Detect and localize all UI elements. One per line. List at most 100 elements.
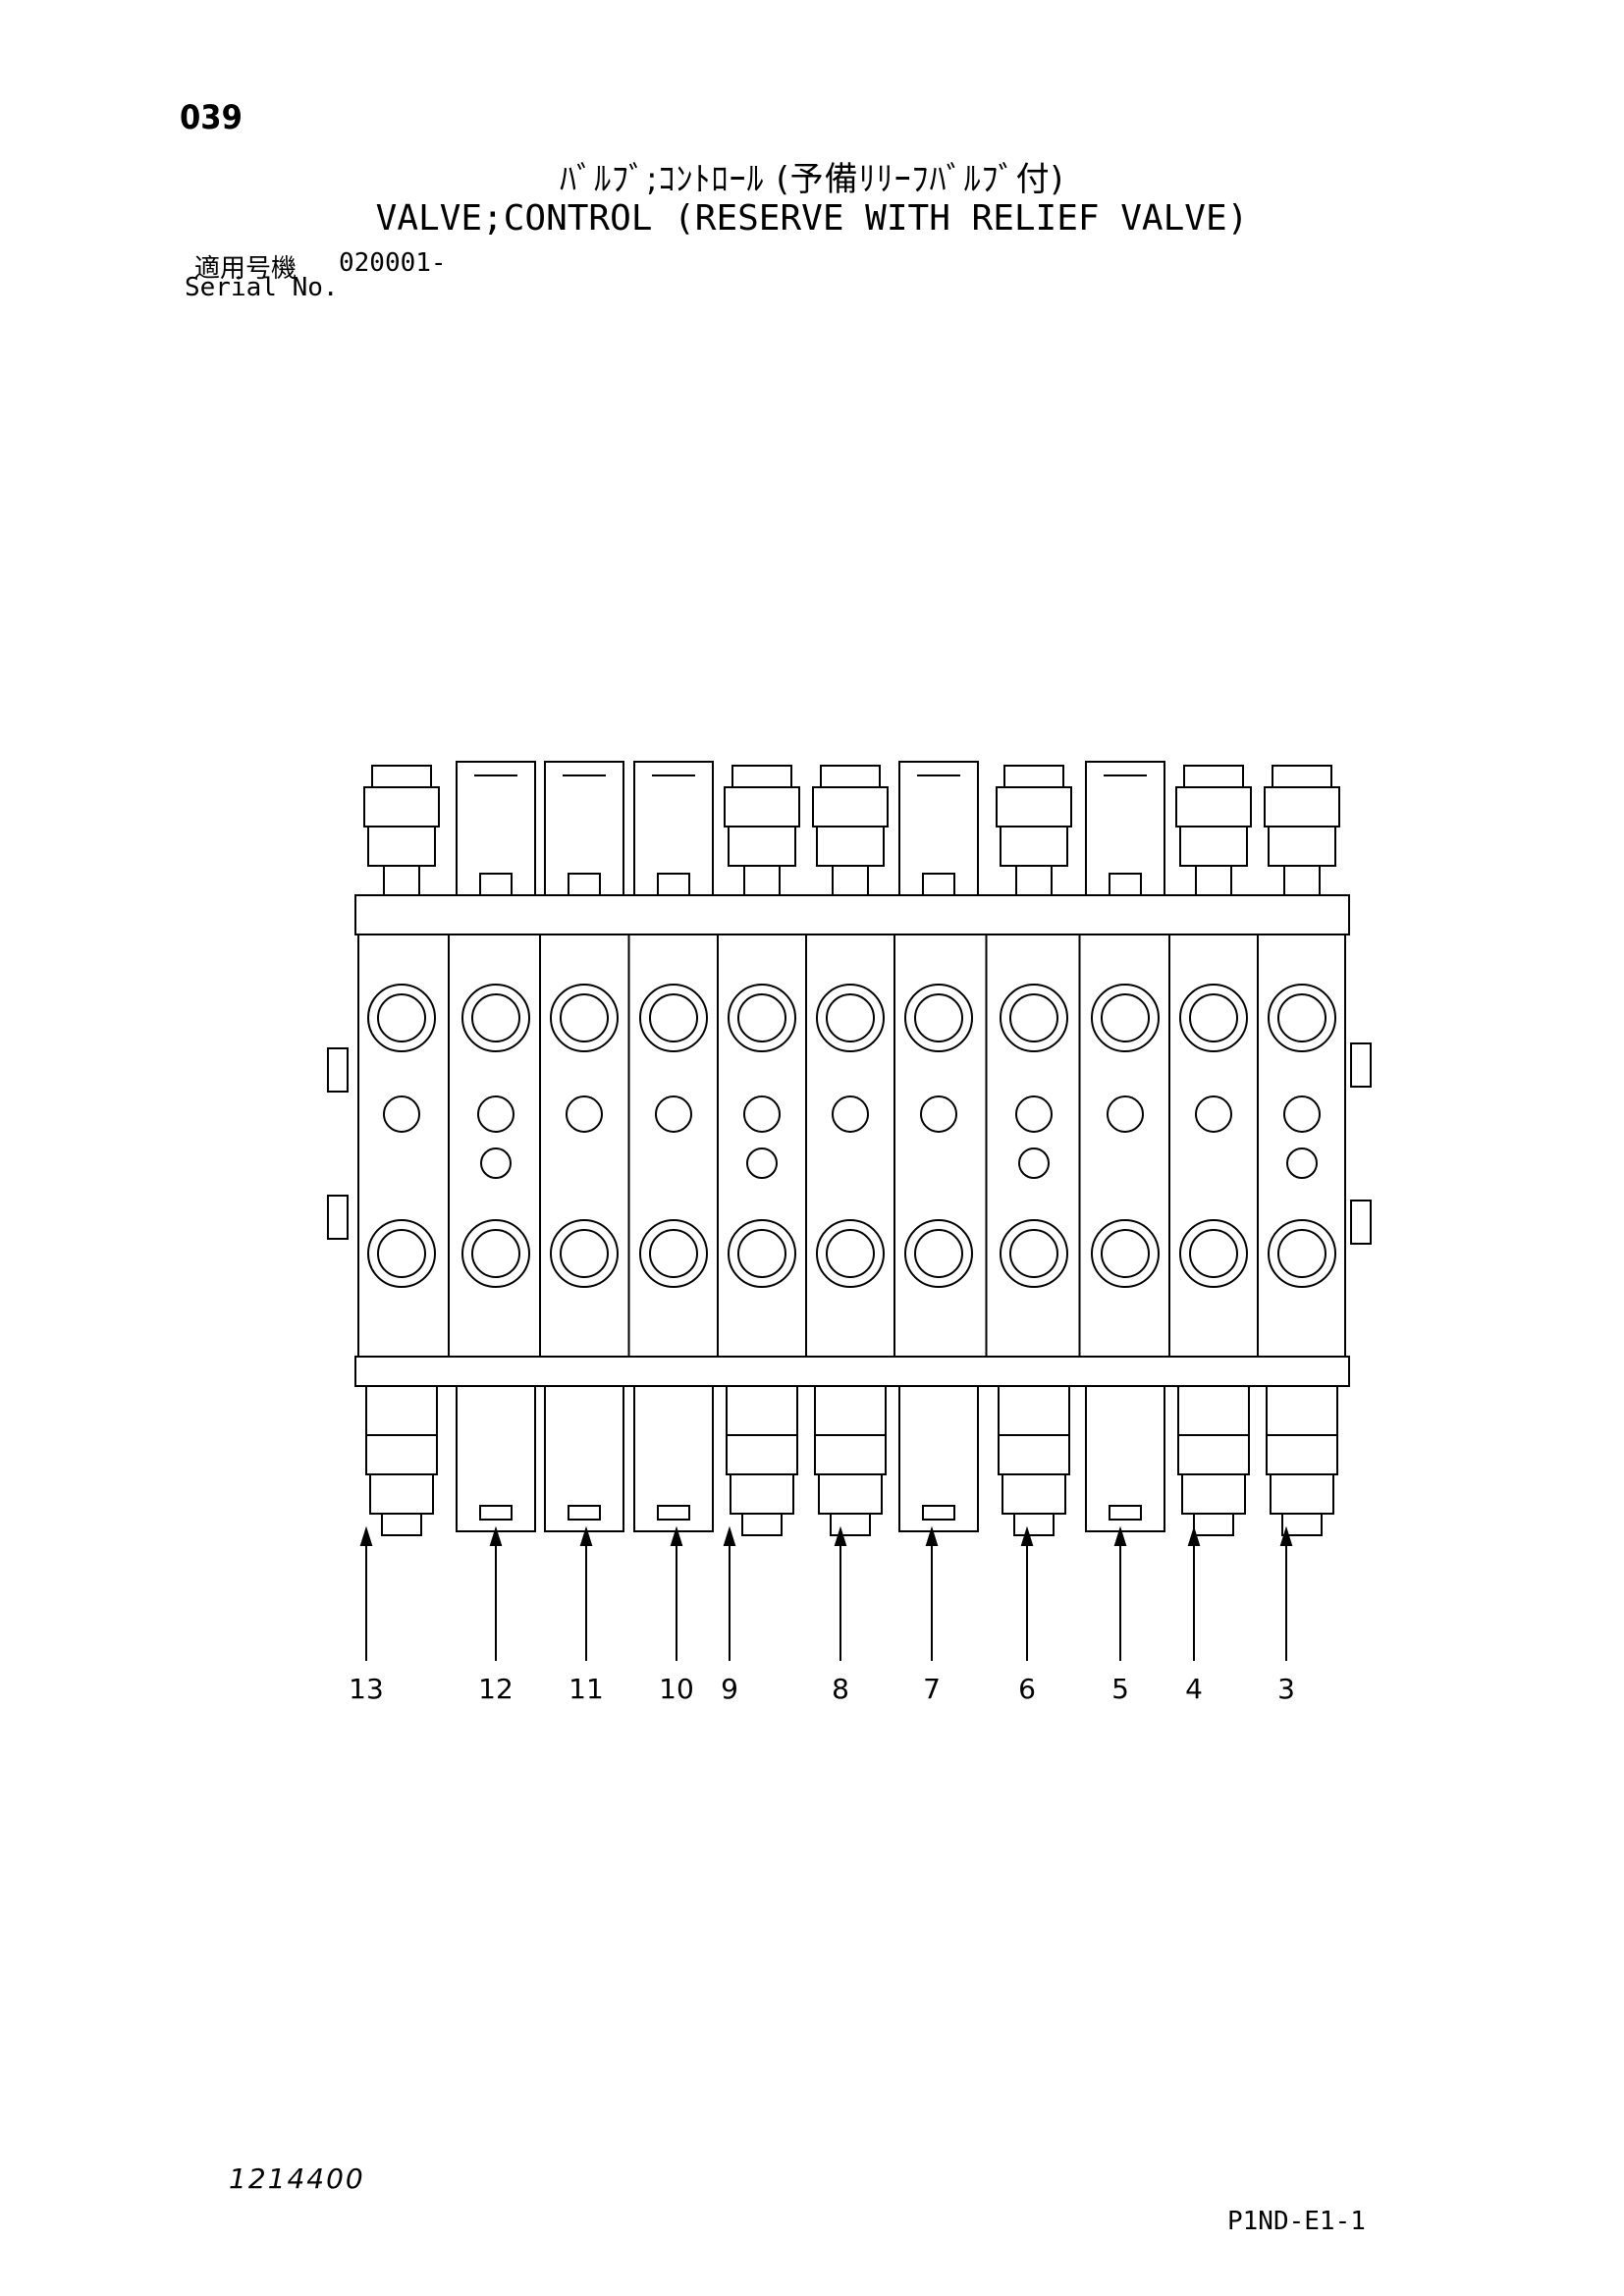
port-lower-inner	[1189, 1229, 1238, 1278]
fitting-body	[1177, 1385, 1250, 1436]
fitting-body	[998, 1385, 1070, 1436]
port-lower	[1091, 1219, 1160, 1288]
fitting-nut	[1281, 1513, 1323, 1536]
plug	[477, 1095, 514, 1133]
fitting-nut	[731, 765, 792, 788]
fitting-body	[818, 1473, 883, 1515]
bottom-cap-box	[544, 1385, 624, 1532]
fitting-nut	[830, 1513, 871, 1536]
callout-label: 4	[1185, 1673, 1203, 1705]
title-english: VALVE;CONTROL (RESERVE WITH RELIEF VALVE…	[375, 198, 1249, 239]
fitting-body	[363, 786, 440, 828]
fitting-body	[365, 1385, 438, 1436]
port-lower	[1179, 1219, 1248, 1288]
fitting-stem	[832, 865, 869, 896]
callout-label: 9	[721, 1673, 738, 1705]
port-lower	[550, 1219, 619, 1288]
callout-arrowhead	[925, 1525, 939, 1546]
callout-label: 3	[1277, 1673, 1295, 1705]
port-lower-inner	[826, 1229, 875, 1278]
title-japanese: ﾊﾞﾙﾌﾞ;ｺﾝﾄﾛｰﾙ (予備ﾘﾘｰﾌﾊﾞﾙﾌﾞ付)	[560, 160, 1064, 199]
fitting-body	[816, 826, 885, 867]
fitting-body	[369, 1473, 434, 1515]
port-lower-inner	[1101, 1229, 1150, 1278]
upper-flange	[354, 894, 1350, 935]
plug	[383, 1095, 420, 1133]
top-cap-box	[898, 761, 979, 896]
plug	[655, 1095, 692, 1133]
port-upper-inner	[1009, 993, 1058, 1042]
fitting-body	[365, 1434, 438, 1475]
fitting-body	[1266, 1385, 1338, 1436]
callout-arrowhead	[834, 1525, 847, 1546]
side-bolt	[327, 1047, 349, 1093]
callout-arrowhead	[1113, 1525, 1127, 1546]
callout-arrowhead	[1279, 1525, 1293, 1546]
side-bolt	[327, 1195, 349, 1240]
fitting-body	[367, 826, 436, 867]
port-upper	[639, 984, 708, 1052]
valve-body	[327, 761, 1372, 1536]
fitting-body	[998, 1434, 1070, 1475]
callout-leaders	[359, 1525, 1293, 1661]
port-lower	[1000, 1219, 1068, 1288]
port-lower	[367, 1219, 436, 1288]
serial-value: 020001-	[339, 248, 447, 278]
port-upper	[550, 984, 619, 1052]
port-upper-inner	[649, 993, 698, 1042]
plug	[1195, 1095, 1232, 1133]
fitting-body	[1001, 1473, 1066, 1515]
port-upper-inner	[1189, 993, 1238, 1042]
plug	[480, 1148, 512, 1179]
lower-flange	[354, 1356, 1350, 1387]
plug	[1283, 1095, 1321, 1133]
fitting-body	[1181, 1473, 1246, 1515]
port-lower	[1268, 1219, 1336, 1288]
port-lower-inner	[377, 1229, 426, 1278]
serial-label-english: Serial No.	[185, 273, 339, 302]
fitting-stem	[1283, 865, 1321, 896]
fitting-nut	[1183, 765, 1244, 788]
top-cap-box	[544, 761, 624, 896]
fitting-nut	[1193, 1513, 1234, 1536]
port-upper	[461, 984, 530, 1052]
callout-arrowhead	[489, 1525, 503, 1546]
callout-label: 12	[478, 1673, 514, 1705]
bottom-cap-box	[898, 1385, 979, 1532]
plug	[746, 1148, 778, 1179]
fitting-nut	[371, 765, 432, 788]
fitting-body	[1179, 826, 1248, 867]
bottom-cap-box	[1085, 1385, 1165, 1532]
port-upper	[728, 984, 796, 1052]
fitting-body	[812, 786, 889, 828]
port-upper-inner	[914, 993, 963, 1042]
port-lower	[728, 1219, 796, 1288]
bottom-cap-box	[633, 1385, 714, 1532]
callout-arrowhead	[723, 1525, 736, 1546]
plug	[920, 1095, 957, 1133]
callout-label: 13	[349, 1673, 384, 1705]
fitting-body	[814, 1434, 887, 1475]
fitting-nut	[741, 1513, 783, 1536]
side-bolt	[1350, 1200, 1372, 1245]
side-bolt	[1350, 1042, 1372, 1088]
cap-detail	[657, 1505, 690, 1521]
cap-detail	[922, 873, 955, 896]
fitting-body	[1175, 786, 1252, 828]
fitting-body	[996, 786, 1072, 828]
cap-detail	[1109, 873, 1142, 896]
cap-detail	[1109, 1505, 1142, 1521]
top-cap-box	[1085, 761, 1165, 896]
port-upper-inner	[560, 993, 609, 1042]
port-lower-inner	[1277, 1229, 1326, 1278]
callout-arrowhead	[359, 1525, 373, 1546]
port-upper-inner	[1277, 993, 1326, 1042]
port-upper-inner	[377, 993, 426, 1042]
port-upper	[1091, 984, 1160, 1052]
fitting-body	[1000, 826, 1068, 867]
fitting-body	[726, 1434, 798, 1475]
port-lower-inner	[1009, 1229, 1058, 1278]
plug	[1018, 1148, 1050, 1179]
cap-detail	[568, 1505, 601, 1521]
